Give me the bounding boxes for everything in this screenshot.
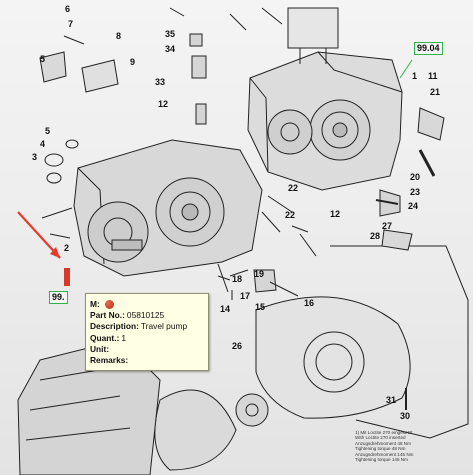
callout-16[interactable]: 16	[304, 298, 315, 308]
red-arrow-icon	[17, 211, 61, 259]
footnote-1: 1) Mit Loctite 270 eingesetzt	[355, 430, 413, 435]
callout-2[interactable]: 2	[64, 243, 70, 253]
callout-21[interactable]: 21	[430, 87, 441, 97]
callout-22b[interactable]: 22	[285, 210, 296, 220]
tooltip-remarks-row: Remarks:	[90, 355, 130, 365]
reference-tag-top[interactable]: 99.04	[414, 42, 443, 55]
drawing-footnotes: 1) Mit Loctite 270 eingesetzt With Locti…	[355, 430, 413, 462]
callout-3[interactable]: 3	[32, 152, 38, 162]
callout-33[interactable]: 33	[155, 77, 166, 87]
quantity-value: 1	[121, 333, 126, 343]
part-number-value: 05810125	[126, 310, 165, 320]
callout-18[interactable]: 18	[232, 274, 243, 284]
remarks-label: Remarks:	[90, 355, 129, 365]
callout-35[interactable]: 35	[165, 29, 176, 39]
callout-15[interactable]: 15	[255, 302, 266, 312]
callout-22a[interactable]: 22	[288, 183, 299, 193]
callout-20[interactable]: 20	[410, 172, 421, 182]
tooltip-quant-row: Quant.:1	[90, 333, 126, 343]
callout-14[interactable]: 14	[220, 304, 231, 314]
tooltip-m-label: M:	[90, 299, 100, 309]
callout-12b[interactable]: 12	[330, 209, 341, 219]
callout-4[interactable]: 4	[40, 139, 46, 149]
red-dot-icon	[105, 300, 115, 310]
callout-7[interactable]: 7	[68, 19, 74, 29]
part-info-tooltip: M: Part No.:05810125 Description:Travel …	[85, 293, 209, 371]
part-number-label: Part No.:	[90, 310, 125, 320]
quantity-label: Quant.:	[90, 333, 120, 343]
callout-5a[interactable]: 5	[40, 54, 46, 64]
footnote-3: Anzugsdrehmoment 48 Nm	[355, 440, 411, 446]
callout-24[interactable]: 24	[408, 201, 419, 211]
callout-30[interactable]: 30	[400, 411, 411, 421]
callout-34[interactable]: 34	[165, 44, 176, 54]
callout-19[interactable]: 19	[254, 269, 265, 279]
callout-31[interactable]: 31	[386, 395, 397, 405]
highlight-marker	[64, 268, 70, 286]
callout-6[interactable]: 6	[65, 4, 71, 14]
callout-9[interactable]: 9	[130, 57, 136, 67]
description-label: Description:	[90, 321, 139, 331]
callout-28[interactable]: 28	[370, 231, 381, 241]
callout-23[interactable]: 23	[410, 187, 421, 197]
tooltip-unit-row: Unit:	[90, 344, 111, 354]
callout-5b[interactable]: 5	[45, 126, 51, 136]
callout-1[interactable]: 1	[412, 71, 418, 81]
tooltip-m-row: M:	[90, 299, 115, 310]
reference-tag-left[interactable]: 99.	[49, 291, 68, 304]
callout-26[interactable]: 26	[232, 341, 243, 351]
footnote-4: Tightening torque 48 Nm	[355, 446, 406, 452]
callout-17[interactable]: 17	[240, 291, 251, 301]
callout-8[interactable]: 8	[116, 31, 122, 41]
callout-27[interactable]: 27	[382, 221, 393, 231]
tooltip-part-row: Part No.:05810125	[90, 310, 164, 320]
callout-11[interactable]: 11	[428, 71, 438, 81]
description-value: Travel pump	[140, 321, 188, 331]
footnote-2: With Loctite 270 inserted	[355, 435, 406, 441]
tooltip-desc-row: Description:Travel pump	[90, 321, 187, 331]
unit-label: Unit:	[90, 344, 110, 354]
footnote-6: Tightening torque 145 Nm	[355, 457, 408, 463]
callout-12a[interactable]: 12	[158, 99, 169, 109]
footnote-5: Anzugsdrehmoment 145 Nm	[355, 451, 414, 457]
